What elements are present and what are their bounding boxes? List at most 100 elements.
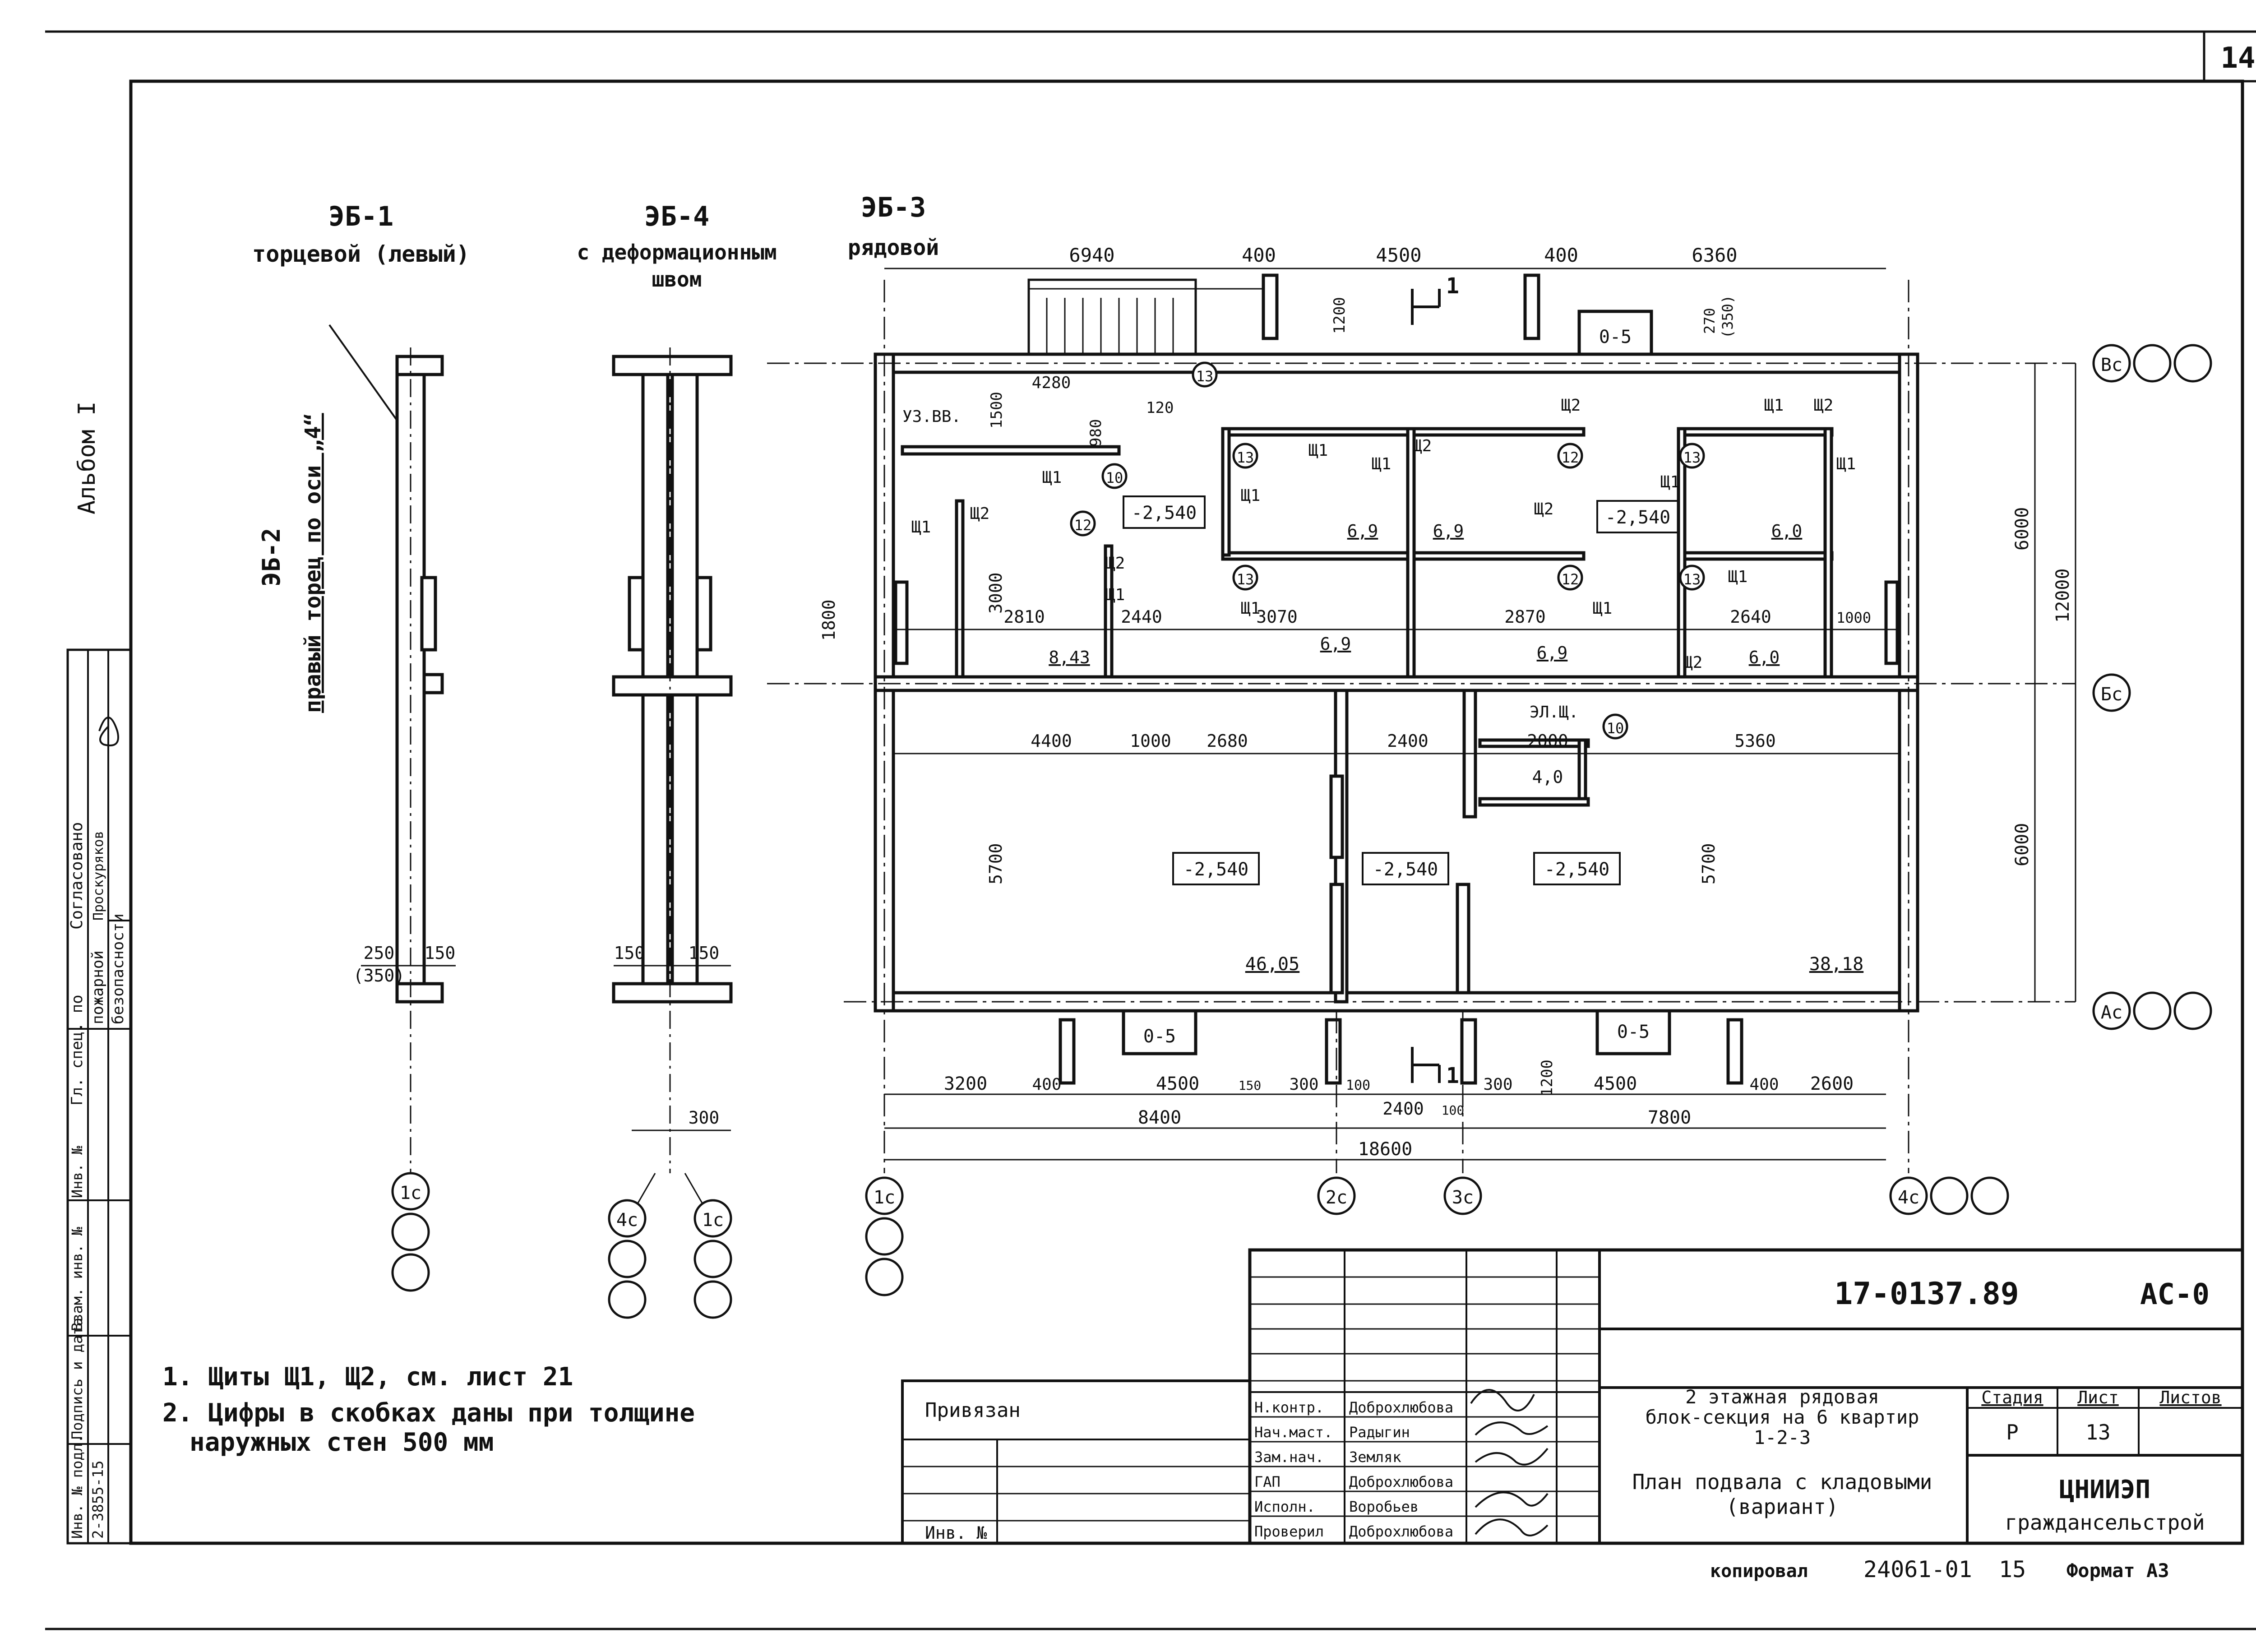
view-left-title: ЭБ-1 [328, 201, 394, 232]
panel-label: Щ1 [1308, 441, 1328, 460]
room-dim: 2000 [1527, 731, 1568, 751]
svg-text:Вс: Вс [2101, 355, 2122, 375]
svg-text:2с: 2с [1326, 1187, 1347, 1208]
tb-sheet-title-2: (вариант) [1726, 1495, 1838, 1519]
bottom-dim: 400 [1749, 1075, 1779, 1094]
side-stamp: Согласовано Гл. спец. по пожарной безопа… [66, 648, 132, 1545]
panel-label: Щ1 [1836, 455, 1856, 473]
room-dim: 2680 [1207, 731, 1248, 751]
tb-name: Доброхлюбова [1349, 1523, 1453, 1540]
right-dim: 6000 [2012, 823, 2033, 866]
room-dim: 5360 [1734, 731, 1776, 751]
panel-label: Щ1 [1241, 599, 1260, 618]
panel-label: Щ1 [1241, 486, 1260, 505]
stair [1027, 278, 1197, 356]
svg-text:3с: 3с [1452, 1187, 1474, 1208]
top-dim-5: 6360 [1692, 244, 1737, 266]
bottom-dim: 300 [1483, 1075, 1512, 1094]
node-marker: 13 [1192, 361, 1218, 388]
axis-bubble-ac: Ас [2092, 991, 2212, 1030]
level-mark: -2,540 [1362, 852, 1449, 885]
area-label: 4,0 [1532, 767, 1563, 787]
side-c3: безопасности [109, 913, 127, 1024]
axis-bubble-vc: Вс [2092, 344, 2212, 383]
level-mark: -2,540 [1172, 852, 1260, 885]
svg-text:-2,540: -2,540 [1132, 503, 1197, 523]
basement-plan [874, 273, 1919, 1085]
view-right-subtitle: рядовой [848, 235, 939, 260]
svg-text:4с: 4с [616, 1210, 638, 1231]
tb-sheet-title-1: План подвала с кладовыми [1632, 1470, 1932, 1494]
footer-order-sheet: 15 [1999, 1556, 2026, 1583]
page-number: 14 [2220, 42, 2255, 75]
room-dim: 5700 [986, 843, 1006, 884]
room-dim: 4400 [1031, 731, 1072, 751]
panel-label: Щ2 [1534, 500, 1553, 518]
axis-bubble-1c-left: 1с [391, 1172, 430, 1292]
unit-label: УЗ.ВВ. [902, 407, 961, 426]
panel-label: Щ2 [1683, 653, 1702, 672]
tb-org-1: ЦНИИЭП [2059, 1475, 2150, 1504]
wall-dim-top: (350) [1719, 295, 1736, 338]
window-mark-top: 0-5 [1599, 327, 1632, 347]
sheet-mark: АС-0 [2140, 1278, 2210, 1311]
level-mark: -2,540 [1123, 495, 1206, 529]
room-dim: 1200 [1331, 297, 1349, 334]
room-dim: 1500 [988, 392, 1006, 429]
bottom-dim: 100 [1442, 1103, 1465, 1118]
side-f3: Взам. инв. № [69, 1226, 86, 1331]
footer-order: 24061-01 [1863, 1556, 1972, 1583]
axis-bubble-3c: 3с [1443, 1176, 1482, 1215]
svg-text:-2,540: -2,540 [1605, 507, 1671, 528]
area-label: 6,9 [1433, 521, 1464, 541]
bottom-dim: 400 [1032, 1075, 1061, 1094]
tb-project-2: блок-секция на 6 квартир [1646, 1406, 1919, 1428]
view-left-subtitle: торцевой (левый) [252, 241, 470, 267]
tb-role: Н.контр. [1254, 1399, 1324, 1416]
end-wall-left [395, 347, 444, 1191]
svg-text:13: 13 [1237, 449, 1254, 466]
tb-stage-h: Стадия [1981, 1388, 2043, 1407]
room-dim: 980 [1087, 419, 1105, 447]
tb-sheet-h: Лист [2077, 1388, 2119, 1407]
svg-text:10: 10 [1607, 720, 1624, 737]
album-label: Альбом I [74, 402, 101, 514]
tb-name: Земляк [1349, 1448, 1401, 1466]
section-mark-bottom [1411, 1047, 1441, 1083]
svg-text:13: 13 [1683, 571, 1701, 588]
bottom-dim: 8400 [1138, 1107, 1181, 1128]
side-f2: Подпись и дата [69, 1318, 86, 1439]
side-name: Проскуряков [91, 831, 106, 921]
axis-bubble-4c-plan: 4с [1889, 1176, 2009, 1215]
wall-dim-top: 270 [1701, 308, 1718, 334]
area-label: 6,0 [1771, 521, 1803, 541]
tb-name: Радыгин [1349, 1424, 1410, 1441]
note-2a: 2. Цифры в скобках даны при толщине [162, 1398, 695, 1428]
deformation-joint-wall [612, 347, 733, 1214]
page-number-box [2203, 30, 2256, 83]
svg-text:12: 12 [1562, 449, 1579, 466]
left-dim-350: (350) [353, 966, 405, 986]
level-mark: -2,540 [1533, 852, 1621, 885]
svg-text:13: 13 [1196, 368, 1214, 385]
svg-text:-2,540: -2,540 [1183, 859, 1249, 880]
view-mid-subtitle-2: швом [652, 267, 702, 292]
view-mid-title: ЭБ-4 [644, 201, 710, 232]
bottom-dim-total: 18600 [1358, 1139, 1412, 1160]
room-dim: 2400 [1387, 731, 1428, 751]
bottom-dim: 3200 [944, 1074, 987, 1094]
tb-role: Нач.маст. [1254, 1424, 1332, 1441]
side-agreed: Согласовано [68, 822, 86, 930]
panel-label: Щ2 [1105, 554, 1125, 573]
node-marker: 13 [1232, 443, 1258, 469]
section-mark-top [1411, 289, 1441, 325]
axis-bubble-1c-mid: 1с [693, 1199, 732, 1319]
svg-text:-2,540: -2,540 [1544, 859, 1610, 880]
tb-name: Доброхлюбова [1349, 1399, 1453, 1416]
svg-text:12: 12 [1074, 517, 1092, 534]
tb-name: Воробьев [1349, 1498, 1419, 1515]
window-mark-bottom-right: 0-5 [1617, 1022, 1650, 1042]
mid-dim-150b: 150 [689, 943, 720, 963]
svg-text:4с: 4с [1898, 1187, 1919, 1208]
